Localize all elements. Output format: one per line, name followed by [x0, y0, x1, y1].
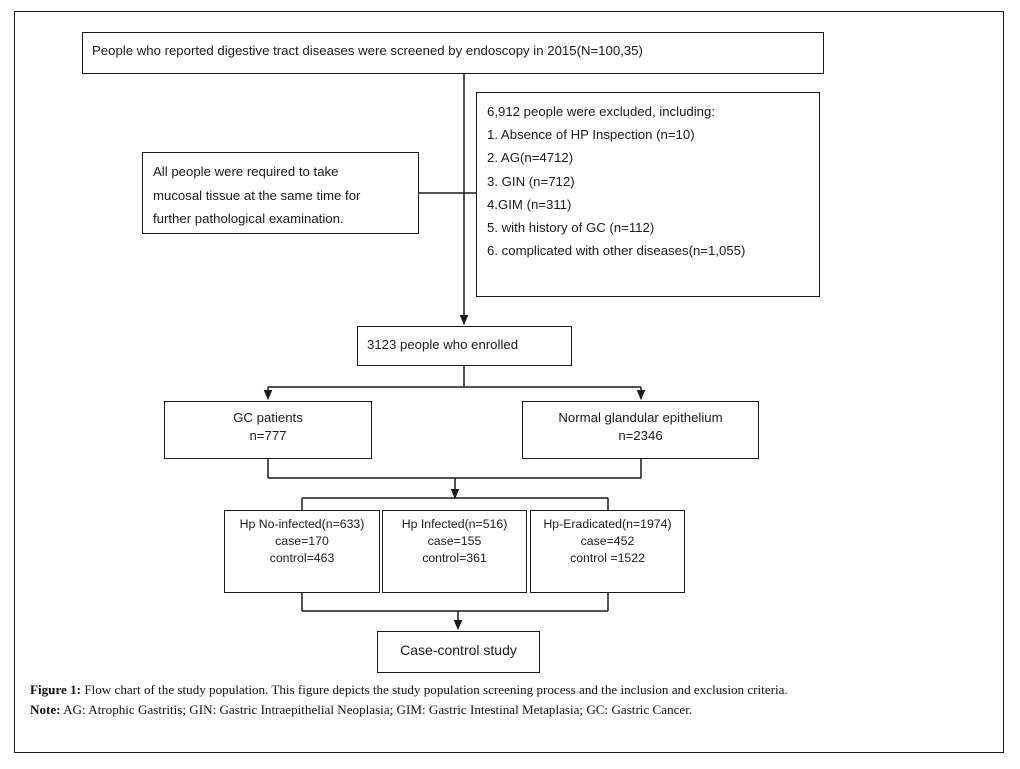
hp-no-infected-case: case=170 [275, 533, 329, 548]
mucosal-line-1: All people were required to take [153, 164, 339, 179]
node-enrolled-population: 3123 people who enrolled [357, 326, 572, 366]
normal-epithelium-count: n=2346 [618, 428, 663, 444]
gc-patients-count: n=777 [249, 428, 287, 444]
caption-body: Flow chart of the study population. This… [81, 682, 788, 697]
node-excluded-criteria: 6,912 people were excluded, including: 1… [476, 92, 820, 297]
node-screened-text: People who reported digestive tract dise… [92, 43, 643, 58]
hp-infected-title: Hp Infected(n=516) [401, 517, 508, 531]
caption-line: Figure 1: Flow chart of the study popula… [30, 680, 992, 700]
gc-patients-title: GC patients [233, 410, 303, 425]
node-gc-patients: GC patients n=777 [164, 401, 372, 459]
excluded-item-4: 4.GIM (n=311) [487, 196, 572, 212]
node-hp-eradicated: Hp-Eradicated(n=1974) case=452 control =… [530, 510, 685, 593]
mucosal-line-3: further pathological examination. [153, 211, 344, 227]
excluded-item-3: 3. GIN (n=712) [487, 173, 575, 189]
excluded-item-6: 6. complicated with other diseases(n=1,0… [487, 243, 746, 259]
hp-infected-control: control=361 [422, 550, 487, 565]
node-case-control-study: Case-control study [377, 631, 540, 673]
node-hp-infected: Hp Infected(n=516) case=155 control=361 [382, 510, 527, 593]
figure-caption: Figure 1: Flow chart of the study popula… [30, 680, 992, 720]
hp-infected-case: case=155 [427, 533, 482, 548]
note-label: Note: [30, 701, 61, 717]
excluded-item-5: 5. with history of GC (n=112) [487, 220, 655, 236]
node-normal-glandular-epithelium: Normal glandular epithelium n=2346 [522, 401, 759, 459]
hp-eradicated-control: control =1522 [570, 550, 645, 565]
node-screened-population: People who reported digestive tract dise… [82, 32, 824, 74]
enrolled-text: 3123 people who enrolled [367, 337, 519, 352]
hp-eradicated-case: case=452 [580, 533, 635, 548]
note-line: Note: AG: Atrophic Gastritis; GIN: Gastr… [30, 700, 992, 720]
hp-no-infected-control: control=463 [269, 550, 335, 565]
hp-eradicated-title: Hp-Eradicated(n=1974) [543, 517, 672, 531]
node-mucosal-tissue-requirement: All people were required to take mucosal… [142, 152, 419, 234]
case-control-text: Case-control study [400, 642, 517, 658]
hp-no-infected-title: Hp No-infected(n=633) [239, 517, 365, 531]
node-hp-no-infected: Hp No-infected(n=633) case=170 control=4… [224, 510, 380, 593]
normal-epithelium-title: Normal glandular epithelium [558, 410, 723, 425]
excluded-item-1: 1. Absence of HP Inspection (n=10) [487, 127, 695, 143]
mucosal-line-2: mucosal tissue at the same time for [153, 187, 361, 203]
note-body: AG: Atrophic Gastritis; GIN: Gastric Int… [60, 701, 693, 717]
excluded-heading: 6,912 people were excluded, including: [487, 104, 716, 119]
excluded-item-2: 2. AG(n=4712) [487, 150, 574, 166]
caption-label: Figure 1: [30, 682, 82, 697]
